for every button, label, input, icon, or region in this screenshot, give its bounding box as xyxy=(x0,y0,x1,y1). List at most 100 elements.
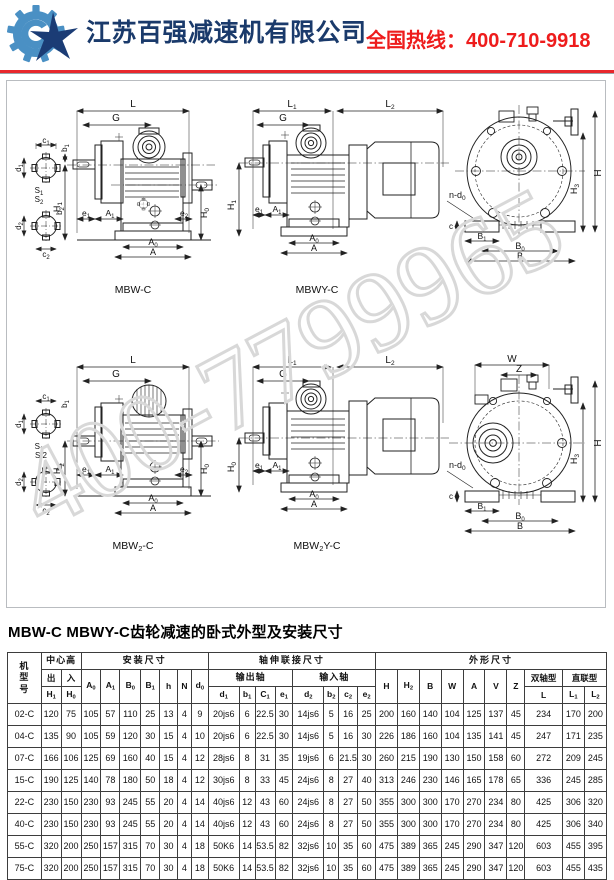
cell-model: 04-C xyxy=(7,725,42,748)
company-name: 江苏百强减速机有限公司 xyxy=(86,19,367,47)
cell-N: 4 xyxy=(177,813,192,836)
svg-text:A: A xyxy=(150,503,156,513)
header-model: 机型号 xyxy=(7,652,42,704)
cell-d₀: 10 xyxy=(190,725,209,748)
header-N: N xyxy=(177,669,192,704)
cell-model: 22-C xyxy=(7,791,42,814)
technical-drawing-panel: L G xyxy=(6,80,606,608)
svg-text:L2: L2 xyxy=(385,99,395,111)
cell-V: 137 xyxy=(484,703,508,726)
header-H2: H2 xyxy=(396,669,420,704)
cell-model: 55-C xyxy=(7,835,42,858)
header-center-height: 中心高 xyxy=(40,652,82,670)
cell-h: 18 xyxy=(159,769,178,792)
cell-h: 15 xyxy=(159,725,178,748)
cell-d₁: 50K6 xyxy=(207,857,240,880)
cell-A: 290 xyxy=(462,835,486,858)
cell-H: 200 xyxy=(375,703,398,726)
cell-L: 234 xyxy=(524,703,563,726)
header-Z: Z xyxy=(506,669,526,704)
header-grey-rule xyxy=(0,73,614,74)
cell-model: 07-C xyxy=(7,747,42,770)
cell-c₂: 27 xyxy=(338,791,359,814)
cell-d₁: 28js6 xyxy=(207,747,240,770)
cell-L₂: 435 xyxy=(583,857,608,880)
header-h: h xyxy=(159,669,178,704)
page-header: 江苏百强减速机有限公司 全国热线：400-710-9918 xyxy=(0,0,614,74)
header-outline: 外形尺寸 xyxy=(375,652,607,670)
header-direct-coupled: 直联型 xyxy=(561,669,608,687)
cell-H: 475 xyxy=(375,835,398,858)
svg-text:n-d0: n-d0 xyxy=(449,190,466,202)
cell-d₁: 50K6 xyxy=(207,835,240,858)
cell-L: 425 xyxy=(524,813,563,836)
cell-b₂: 6 xyxy=(323,747,340,770)
cell-V: 141 xyxy=(484,725,508,748)
cell-H₁: 320 xyxy=(40,835,62,858)
cell-B: 230 xyxy=(418,769,442,792)
cell-B₀: 315 xyxy=(119,835,142,858)
svg-text:B1: B1 xyxy=(477,231,487,243)
header-c2: c2 xyxy=(338,686,359,704)
cell-A₁: 57 xyxy=(100,703,121,726)
cell-e₂: 60 xyxy=(357,857,377,880)
header-H0: H0 xyxy=(60,686,82,704)
cell-e₂: 25 xyxy=(357,703,377,726)
cell-H₂: 246 xyxy=(396,769,420,792)
cell-B₁: 50 xyxy=(140,769,161,792)
cell-N: 4 xyxy=(177,703,192,726)
header-A0: A0 xyxy=(80,669,102,704)
cell-L: 425 xyxy=(524,791,563,814)
cell-H₁: 320 xyxy=(40,857,62,880)
svg-text:S1: S1 xyxy=(35,442,44,453)
header-B1: B1 xyxy=(140,669,161,704)
svg-text:c: c xyxy=(449,222,453,231)
cell-model: 75-C xyxy=(7,857,42,880)
svg-text:A1: A1 xyxy=(105,208,115,220)
header-L: L xyxy=(524,686,563,704)
cell-V: 347 xyxy=(484,857,508,880)
cell-L₂: 395 xyxy=(583,835,608,858)
cell-N: 4 xyxy=(177,725,192,748)
cell-B₁: 55 xyxy=(140,791,161,814)
cell-H₀: 200 xyxy=(60,835,82,858)
cell-A₁: 59 xyxy=(100,725,121,748)
svg-text:A0: A0 xyxy=(309,233,319,245)
svg-text:e1: e1 xyxy=(82,464,91,476)
cell-B₁: 40 xyxy=(140,747,161,770)
header-W: W xyxy=(440,669,464,704)
header-d0: d0 xyxy=(190,669,209,704)
svg-text:B: B xyxy=(517,521,523,531)
svg-text:L1: L1 xyxy=(287,99,297,111)
cell-L₂: 245 xyxy=(583,747,608,770)
cell-model: 15-C xyxy=(7,769,42,792)
svg-text:B0: B0 xyxy=(515,511,525,523)
cell-H₀: 200 xyxy=(60,857,82,880)
cell-L: 336 xyxy=(524,769,563,792)
cell-e₁: 30 xyxy=(274,703,294,726)
header-output-shaft: 输出轴 xyxy=(207,669,294,687)
cell-B: 190 xyxy=(418,747,442,770)
header-d1: d1 xyxy=(207,686,240,704)
cell-W: 104 xyxy=(440,725,464,748)
svg-text:d1: d1 xyxy=(14,419,25,427)
cell-c₂: 27 xyxy=(338,769,359,792)
cell-e₁: 82 xyxy=(274,857,294,880)
cell-B₀: 315 xyxy=(119,857,142,880)
cell-A₀: 105 xyxy=(80,703,102,726)
cell-H₂: 186 xyxy=(396,725,420,748)
header-b2: b2 xyxy=(323,686,340,704)
cell-A₁: 93 xyxy=(100,791,121,814)
svg-text:A: A xyxy=(150,247,156,257)
section-title: MBW-C MBWY-C齿轮减速的卧式外型及安装尺寸 xyxy=(8,624,343,641)
cell-d₂: 14js6 xyxy=(292,725,325,748)
cell-d₀: 12 xyxy=(190,769,209,792)
cell-L₁: 170 xyxy=(561,703,585,726)
svg-text:A1: A1 xyxy=(105,464,115,476)
cell-H: 260 xyxy=(375,747,398,770)
cell-B: 300 xyxy=(418,791,442,814)
cell-B₁: 70 xyxy=(140,835,161,858)
